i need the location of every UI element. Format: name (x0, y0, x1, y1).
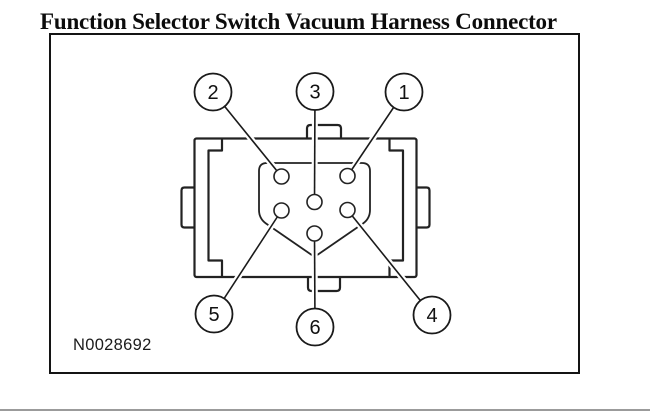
figure-frame (49, 33, 580, 374)
figure-id-label: N0028692 (73, 336, 152, 354)
page-title: Function Selector Switch Vacuum Harness … (40, 9, 557, 34)
bottom-divider (0, 409, 650, 411)
